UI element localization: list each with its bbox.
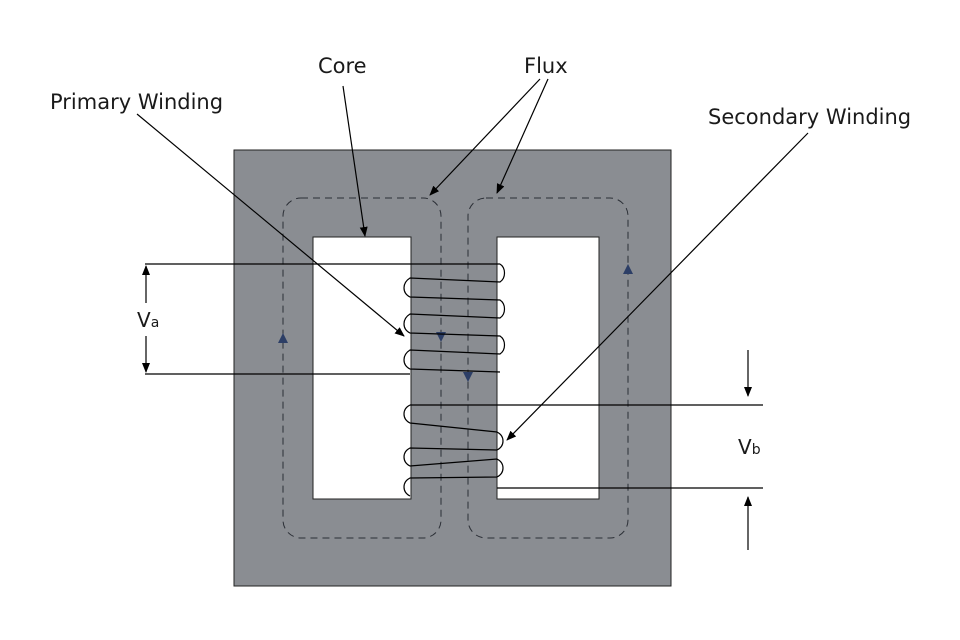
flux-path-right	[467, 197, 629, 539]
vb-subscript: b	[752, 442, 761, 458]
va-label: Va	[137, 308, 159, 332]
transformer-core	[233, 149, 672, 587]
flux-label: Flux	[524, 54, 568, 78]
core-window-left	[312, 236, 412, 500]
core-window-right	[496, 236, 600, 500]
va-main: V	[137, 308, 151, 332]
core-leader	[342, 85, 368, 237]
flux-arrow-left-up	[278, 333, 288, 343]
primary-winding-label: Primary Winding	[50, 90, 223, 114]
vb-main: V	[738, 435, 752, 459]
secondary-winding-leader	[506, 132, 809, 441]
va-subscript: a	[151, 315, 160, 331]
primary-winding-coil	[403, 263, 506, 373]
secondary-winding-coil	[403, 404, 504, 497]
core-label: Core	[318, 54, 367, 78]
flux-arrow-right-up	[623, 264, 633, 274]
flux-leader-left	[429, 78, 541, 196]
secondary-winding-label: Secondary Winding	[708, 105, 911, 129]
flux-arrow-center-down-2	[463, 372, 473, 382]
flux-leader-right	[496, 78, 549, 194]
flux-path-left	[282, 197, 442, 539]
vb-label: Vb	[738, 435, 761, 459]
primary-winding-leader	[136, 113, 405, 337]
